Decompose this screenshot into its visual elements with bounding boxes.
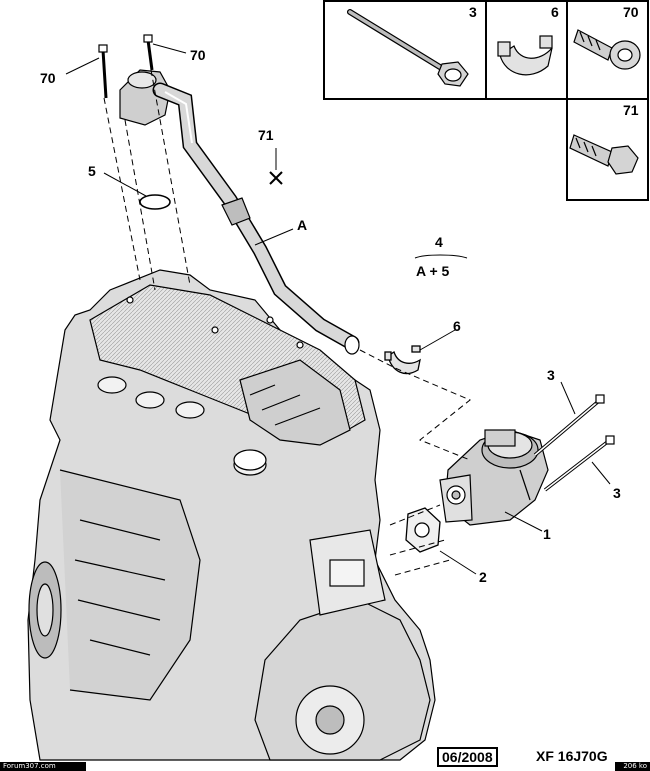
callout-2: 2	[479, 569, 487, 585]
screw-71-illustration	[569, 134, 639, 175]
diagram-reference-code: XF 16J70G	[536, 748, 608, 764]
fraction-numerator: 4	[435, 234, 443, 250]
callout-6: 6	[453, 318, 461, 334]
clip-6-illustration	[497, 35, 553, 76]
callout-5: 5	[88, 163, 96, 179]
leader-lines	[65, 43, 611, 575]
callout-71: 71	[258, 127, 274, 143]
callout-70-right: 70	[190, 47, 206, 63]
bolt-70-right	[143, 34, 154, 71]
file-size-label: 206 ko	[615, 762, 650, 771]
parts-box-label-71: 71	[623, 102, 639, 118]
parts-box-label-6: 6	[551, 4, 559, 20]
clip-marker-71	[269, 171, 283, 185]
fraction-denominator: A + 5	[416, 263, 450, 279]
o-ring-part-5	[139, 194, 171, 210]
screw-70-illustration	[573, 29, 641, 70]
bolt-70-left	[98, 44, 108, 99]
coolant-pipe-a	[119, 69, 360, 355]
long-bolt-3-illustration	[347, 9, 469, 87]
bolt-3-lower	[543, 435, 615, 492]
callout-1: 1	[543, 526, 551, 542]
engine-block	[27, 269, 436, 761]
egr-valve-part-1	[439, 429, 549, 526]
callout-3-lower: 3	[613, 485, 621, 501]
watermark-site: Forum307.com	[0, 762, 86, 771]
callout-3-upper: 3	[547, 367, 555, 383]
bolt-3-upper	[533, 394, 605, 457]
assembly-dash-lines	[103, 69, 471, 576]
callout-a: A	[297, 217, 307, 233]
parts-reference-box	[323, 0, 649, 201]
clip-part-6	[384, 345, 421, 375]
diagram-date: 06/2008	[437, 747, 498, 767]
parts-box-label-3: 3	[469, 4, 477, 20]
gasket-part-2	[405, 507, 441, 553]
parts-box-label-70: 70	[623, 4, 639, 20]
callout-70-left: 70	[40, 70, 56, 86]
